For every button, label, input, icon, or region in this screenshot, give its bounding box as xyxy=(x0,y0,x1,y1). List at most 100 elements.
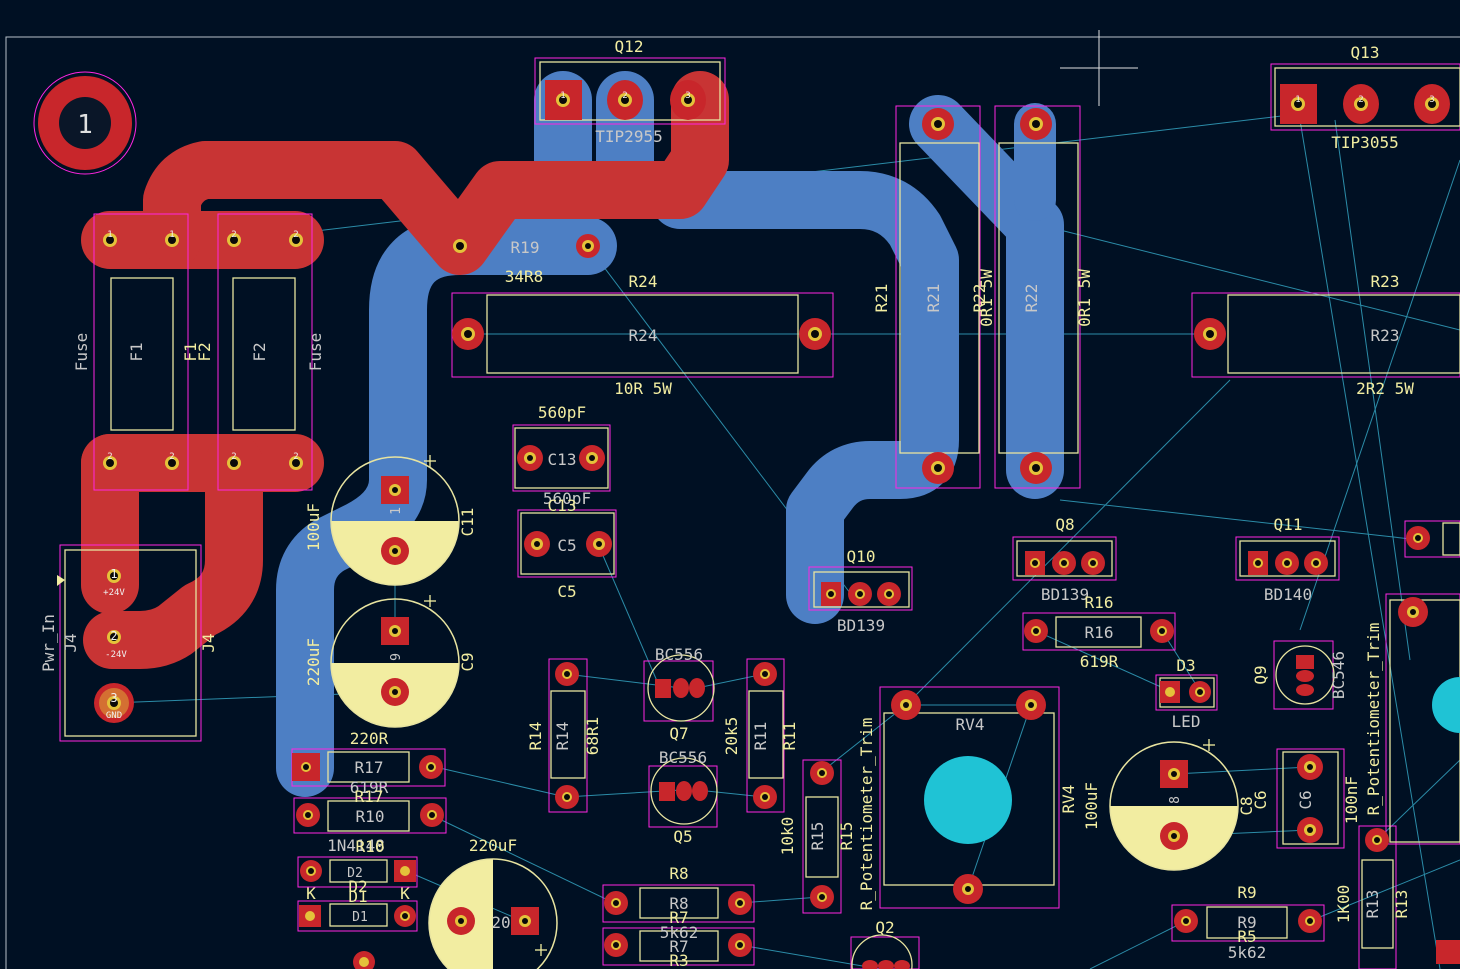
j4-pin2-net: -24V xyxy=(105,650,127,660)
r24-fab: R24 xyxy=(629,326,658,345)
c5-ref: C5 xyxy=(557,582,576,601)
r17-value: 220R xyxy=(350,729,389,748)
rv4-fab: RV4 xyxy=(956,715,985,734)
c6-fab: C6 xyxy=(1296,790,1315,809)
r13-fab: R13 xyxy=(1363,890,1382,919)
silkscreen-outlines xyxy=(64,61,1460,969)
f2-ref: F2 xyxy=(250,342,269,361)
j4-pin1-net: +24V xyxy=(103,588,125,598)
q5-ref: Q5 xyxy=(673,827,692,846)
j4-ref-silk: J4 xyxy=(199,633,218,652)
j4-value: Pwr_In xyxy=(39,614,58,672)
c8-pin: 8 xyxy=(1168,796,1183,804)
c6-value: 100nF xyxy=(1342,776,1361,824)
c9-ref: C9 xyxy=(458,652,477,671)
q13-ref: Q13 xyxy=(1351,43,1380,62)
r23-ref: R23 xyxy=(1371,272,1400,291)
d2-pin-k: K xyxy=(306,884,316,903)
q12-pin2: 2 xyxy=(622,91,627,101)
r13-ref: R13 xyxy=(1392,890,1411,919)
r11-ref: R11 xyxy=(780,722,799,751)
f2-ref-side: F2 xyxy=(195,342,214,361)
c11-value: 100uF xyxy=(304,503,323,551)
q8-value: BD139 xyxy=(1041,585,1089,604)
q13-pin3: 3 xyxy=(1429,95,1434,105)
c5-value: 560pF xyxy=(543,489,591,508)
r22-value: 0R1 5W xyxy=(1075,269,1094,327)
q9-ref: Q9 xyxy=(1251,665,1270,684)
q5-value: BC556 xyxy=(659,748,707,767)
j4-ref: J4 xyxy=(61,633,80,652)
f2-pin-a: 2 xyxy=(231,230,236,240)
q7-ref: Q7 xyxy=(669,724,688,743)
r9-fab: R9 xyxy=(1237,913,1256,932)
r16-ref: R16 xyxy=(1085,593,1114,612)
r10-ref: R10 xyxy=(356,837,385,856)
r15-value: 10k0 xyxy=(778,817,797,856)
r8-ref: R8 xyxy=(669,864,688,883)
r10-fab: R10 xyxy=(356,807,385,826)
rv4-ref: RV4 xyxy=(1059,785,1078,814)
f1-pin-d: 2 xyxy=(169,452,174,462)
c-lower-pin: 20 xyxy=(491,913,510,932)
r11-fab: R11 xyxy=(751,722,770,751)
r19-value: 34R8 xyxy=(505,267,544,286)
r14-fab: R14 xyxy=(553,722,572,751)
c13-value: 560pF xyxy=(538,403,586,422)
f1-pin-a: 1 xyxy=(107,230,112,240)
courtyards xyxy=(59,57,1460,969)
rv4-value: R_Potentiometer_Trim xyxy=(857,718,876,911)
d2-ref: D2 xyxy=(348,877,367,896)
r16-fab: R16 xyxy=(1085,623,1114,642)
r17-ref: R17 xyxy=(355,787,384,806)
c13-fab: C13 xyxy=(548,450,577,469)
r9-value: 5k62 xyxy=(1228,943,1267,962)
f2-pin-d: 2 xyxy=(293,452,298,462)
r24-ref: R24 xyxy=(629,272,658,291)
polarity-marks xyxy=(57,455,1215,956)
q2-ref: Q2 xyxy=(875,918,894,937)
q11-value: BD140 xyxy=(1264,585,1312,604)
d1-pin-k: K xyxy=(400,884,410,903)
r16-value: 619R xyxy=(1080,652,1119,671)
r17-value2: 619R xyxy=(350,778,389,797)
c8-ref: C8 xyxy=(1237,796,1256,815)
c11-ref: C11 xyxy=(458,508,477,537)
f1-value: Fuse xyxy=(72,333,91,372)
r21-value: 0R1 5W xyxy=(977,269,996,327)
r19-ref: R19 xyxy=(511,238,540,257)
r23-value: 2R2 5W xyxy=(1356,379,1414,398)
c11-pin: 1 xyxy=(389,507,404,515)
r3-ref: R3 xyxy=(669,951,688,969)
r13-value: 1K00 xyxy=(1334,885,1353,924)
r23-fab: R23 xyxy=(1371,326,1400,345)
r5-ref: R5 xyxy=(1237,927,1256,946)
r15-ref: R15 xyxy=(837,822,856,851)
f2-pin-c: 2 xyxy=(231,452,236,462)
f1-pin-c: 2 xyxy=(107,452,112,462)
q10-ref: Q10 xyxy=(847,547,876,566)
r14-ref: R14 xyxy=(526,722,545,751)
r17-fab: R17 xyxy=(355,758,384,777)
q12-pin3: 3 xyxy=(685,91,690,101)
j4-pin3-net: GND xyxy=(106,711,122,721)
q9-value: BC546 xyxy=(1329,651,1348,699)
f2-pin-b: 2 xyxy=(293,230,298,240)
q7-value: BC556 xyxy=(655,645,703,664)
r7-fab: R7 xyxy=(669,937,688,956)
r7-value: 5k62 xyxy=(660,923,699,942)
r10-value2: 1N4148 xyxy=(327,836,385,855)
q13-pin2: 2 xyxy=(1358,95,1363,105)
d2-fab: D2 xyxy=(347,866,363,881)
r7-ref: R7 xyxy=(669,908,688,927)
c-lower-value: 220uF xyxy=(469,836,517,855)
q13-value: TIP3055 xyxy=(1331,133,1398,152)
j4-pin1-num: 1 xyxy=(110,567,117,581)
r8-fab: R8 xyxy=(669,894,688,913)
q10-value: BD139 xyxy=(837,616,885,635)
front-copper-traces xyxy=(81,71,729,669)
f1-pin-b: 1 xyxy=(169,230,174,240)
mounting-hole-label: 1 xyxy=(77,110,93,140)
mounting-hole-1[interactable]: 1 xyxy=(33,71,137,175)
